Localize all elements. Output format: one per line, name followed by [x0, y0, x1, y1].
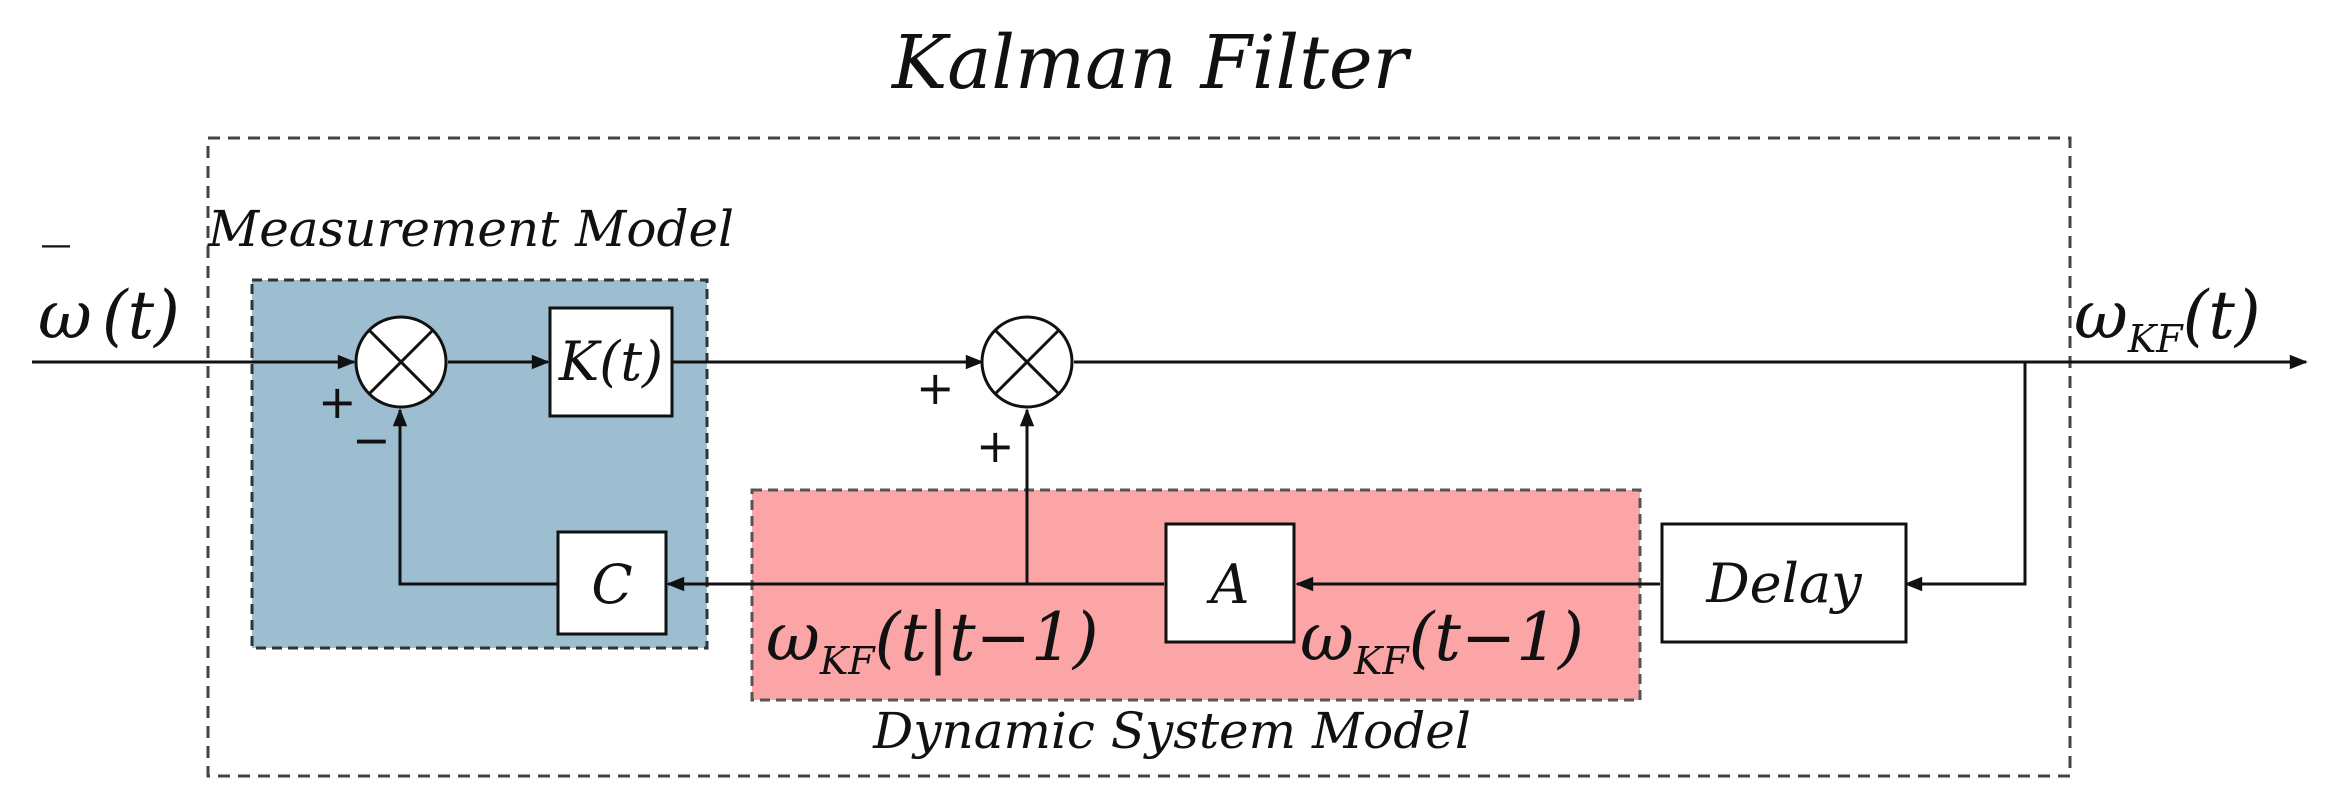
gain-block-label: K(t) — [558, 330, 663, 393]
state-transition-block: A — [1164, 522, 1296, 644]
svg-text:ω(t): ω(t) — [38, 277, 180, 354]
delay-block: Delay — [1660, 522, 1908, 644]
sum2-feedback-sign: + — [976, 419, 1015, 473]
input-overline: ‾ — [42, 237, 70, 302]
gain-block: K(t) — [548, 306, 674, 418]
prediction-signal-label: ωKF(t|t−1) — [766, 599, 1099, 683]
state-transition-label: A — [1206, 553, 1250, 616]
sum1-input-sign: + — [318, 375, 357, 429]
svg-text:ωKF(t−1): ωKF(t−1) — [1300, 599, 1584, 683]
input-signal-label: ‾ ω(t) — [38, 237, 180, 354]
diagram-title: Kalman Filter — [890, 20, 1413, 106]
measurement-matrix-label: C — [591, 553, 632, 616]
sum2-input-sign: + — [916, 361, 955, 415]
kalman-filter-boundary — [206, 136, 2072, 778]
summing-junction-1 — [354, 315, 448, 409]
delay-block-label: Delay — [1705, 552, 1863, 615]
svg-text:ωKF(t): ωKF(t) — [2074, 277, 2261, 361]
dynamic-system-model-label: Dynamic System Model — [872, 702, 1471, 760]
measurement-matrix-block: C — [556, 530, 668, 636]
previous-signal-label: ωKF(t−1) — [1300, 599, 1584, 683]
svg-text:ωKF(t|t−1): ωKF(t|t−1) — [766, 599, 1099, 683]
delay-feedback-line — [1904, 362, 2027, 592]
summing-junction-2 — [980, 315, 1074, 409]
output-signal-label: ωKF(t) — [2074, 277, 2261, 361]
measurement-feedback-line — [392, 408, 558, 586]
measurement-model-label: Measurement Model — [207, 200, 734, 258]
sum1-feedback-sign: − — [352, 413, 391, 467]
